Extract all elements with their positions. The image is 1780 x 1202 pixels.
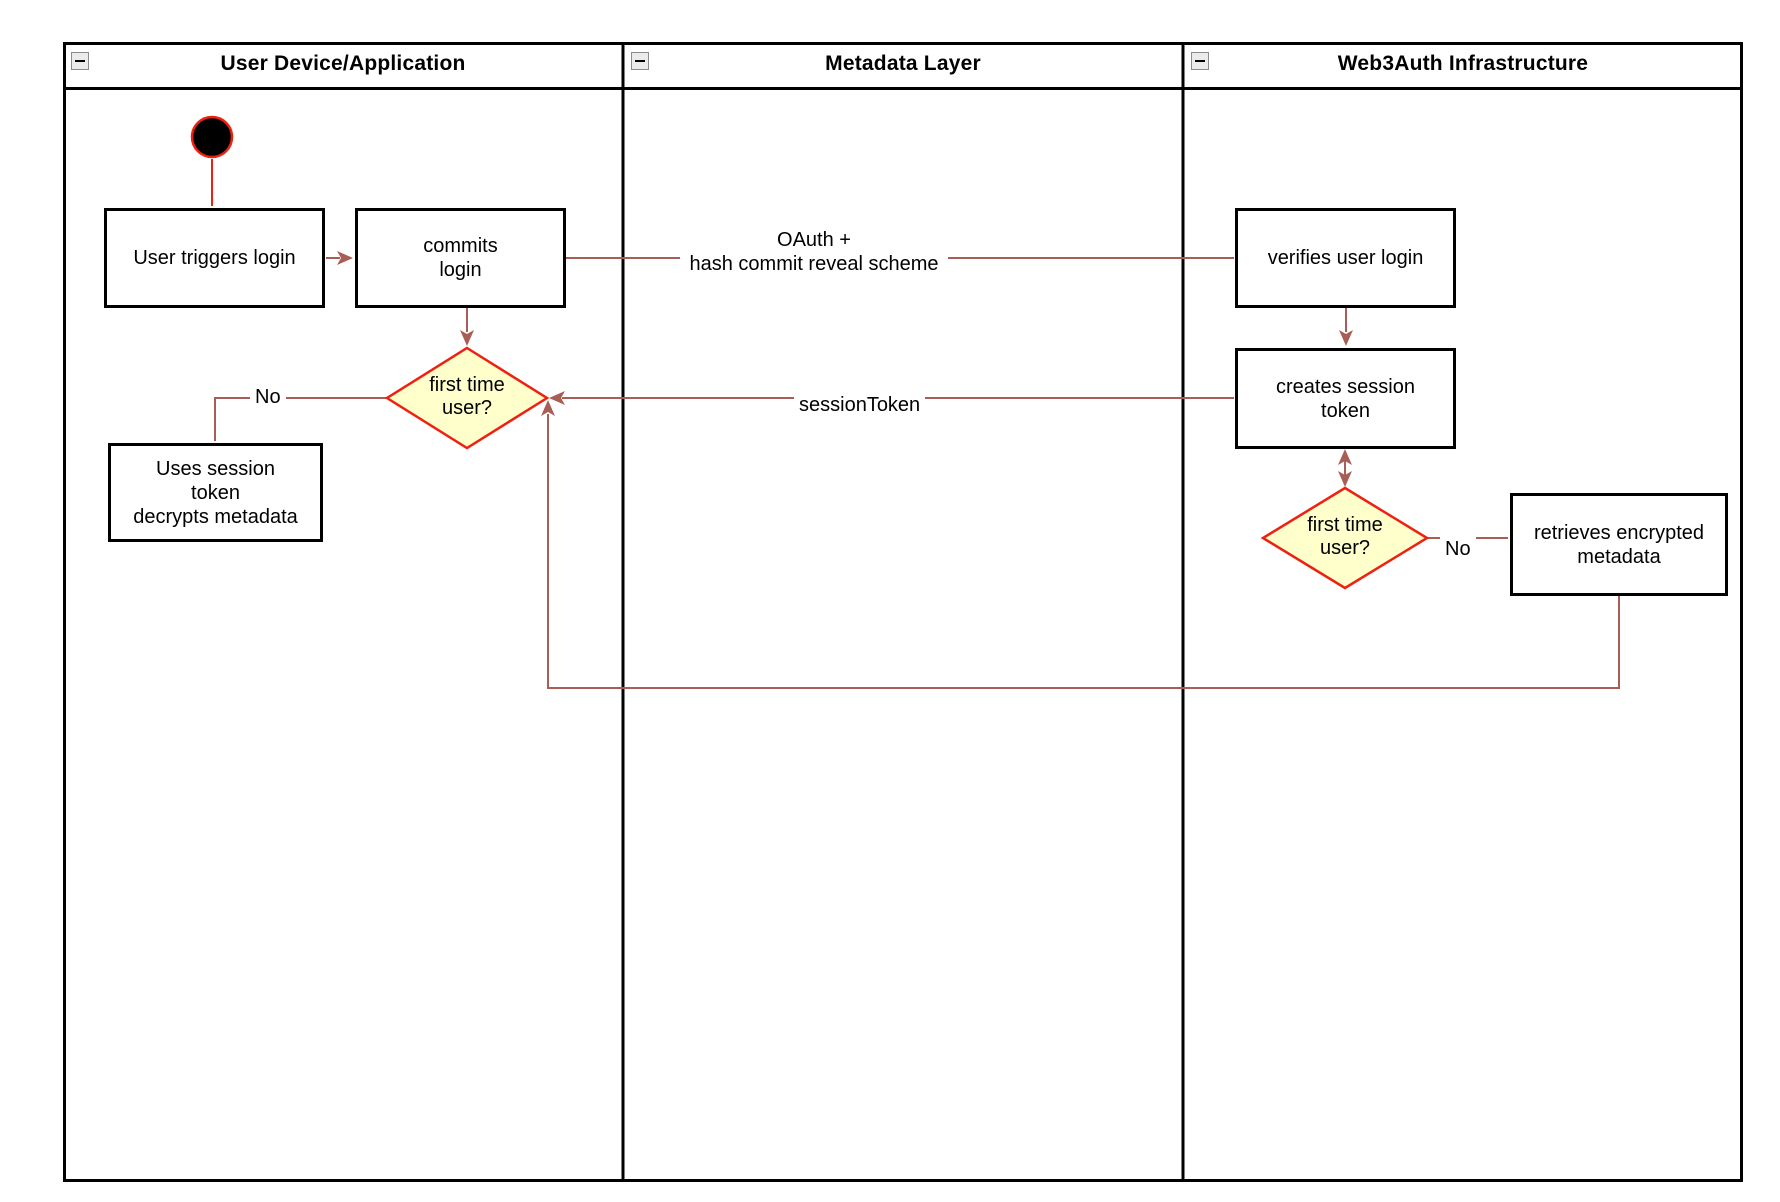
node-label: creates session token — [1276, 375, 1415, 422]
node-creates-session-token: creates session token — [1235, 348, 1456, 449]
node-label: retrieves encrypted metadata — [1533, 521, 1705, 568]
start-node — [190, 115, 234, 206]
node-uses-session-token: Uses session token decrypts metadata — [108, 443, 323, 542]
decision-label-first-time-user-left: first time user? — [429, 374, 505, 419]
node-verifies-user-login: verifies user login — [1235, 208, 1456, 308]
lane-title-user-device: User Device/Application — [220, 52, 466, 75]
decision-first-time-user-right — [1260, 486, 1430, 590]
lane-title-metadata-layer: Metadata Layer — [825, 52, 981, 75]
connector-commits-to-decision — [460, 308, 474, 346]
node-commits-login: commits login — [355, 208, 566, 308]
node-label: commits login — [423, 235, 498, 281]
edge-label-no-left: No — [250, 384, 286, 410]
connector-triggers-to-commits — [326, 251, 353, 265]
minus-icon — [75, 60, 85, 62]
node-user-triggers-login: User triggers login — [104, 208, 325, 308]
lane-title-web3auth: Web3Auth Infrastructure — [1337, 52, 1589, 75]
collapse-lane-user-device-button[interactable] — [71, 52, 89, 70]
decision-label-first-time-user-right: first time user? — [1307, 514, 1383, 559]
node-retrieves-encrypted-metadata: retrieves encrypted metadata — [1510, 493, 1728, 596]
edge-label-oauth: OAuth + hash commit reveal scheme — [680, 227, 948, 277]
edge-label-no-right: No — [1440, 536, 1476, 562]
connector-creates-to-decision-bidirectional — [1338, 449, 1352, 487]
connector-retrieves-feedback — [541, 400, 1620, 689]
connector-no-to-uses-session — [214, 397, 387, 441]
connector-verifies-to-creates — [1339, 308, 1353, 346]
decision-first-time-user-left — [384, 346, 550, 450]
collapse-lane-metadata-button[interactable] — [631, 52, 649, 70]
node-label: Uses session token decrypts metadata — [133, 457, 298, 528]
pool-frame — [63, 42, 1743, 1182]
node-label: verifies user login — [1267, 247, 1424, 269]
node-label: User triggers login — [133, 247, 296, 269]
edge-label-session-token: sessionToken — [794, 392, 926, 418]
minus-icon — [1195, 60, 1205, 62]
minus-icon — [635, 60, 645, 62]
collapse-lane-web3auth-button[interactable] — [1191, 52, 1209, 70]
